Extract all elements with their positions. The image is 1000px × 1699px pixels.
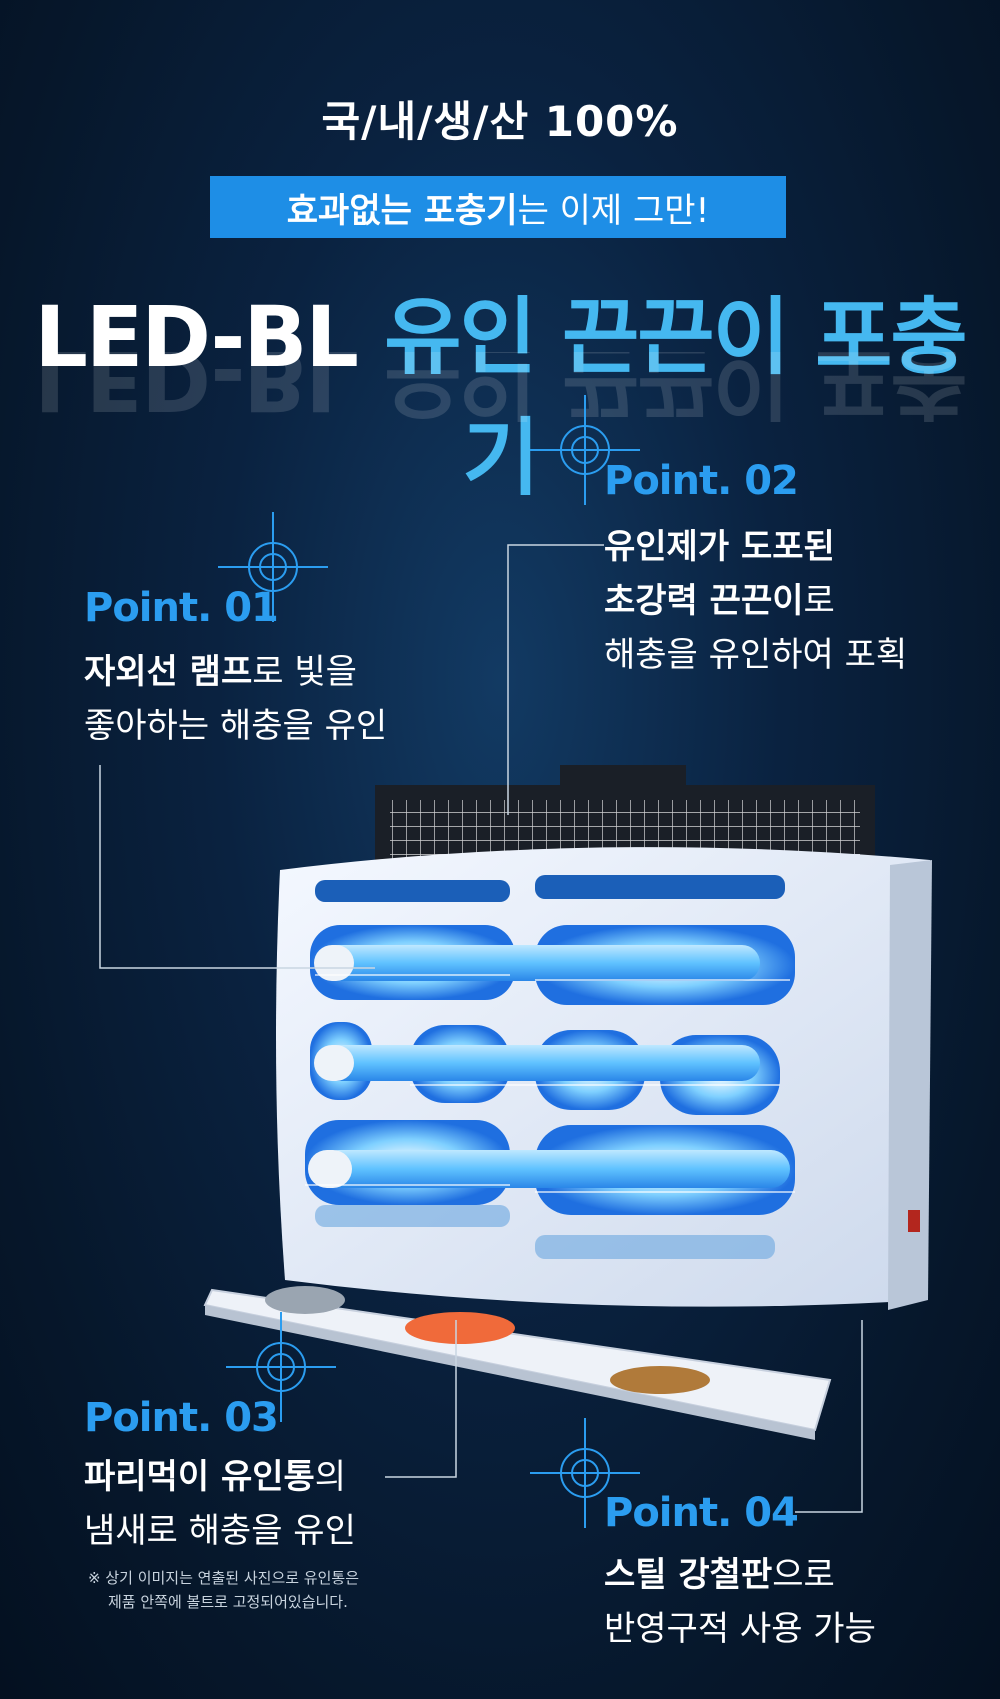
point-04-label: Point. 04 — [604, 1490, 799, 1536]
disclaimer-line1: ※ 상기 이미지는 연출된 사진으로 유인통은 — [88, 1569, 360, 1587]
point-02-line3: 해충을 유인하여 포획 — [604, 635, 908, 675]
disclaimer-note: ※ 상기 이미지는 연출된 사진으로 유인통은 제품 안쪽에 볼트로 고정되어있… — [88, 1566, 359, 1614]
point-04-line2: 반영구적 사용 가능 — [604, 1609, 876, 1649]
point-01-label: Point. 01 — [84, 585, 279, 631]
title-product-name: 유인 끈끈이 포충기 — [384, 288, 967, 507]
crosshair-icon — [218, 512, 328, 622]
point-02-line1: 유인제가 도포된 — [604, 527, 835, 567]
point-04-line1-bold: 스틸 강철판 — [604, 1555, 773, 1595]
point-04-text: 스틸 강철판으로 반영구적 사용 가능 — [604, 1548, 876, 1656]
point-03-line1-rest: 의 — [314, 1457, 347, 1497]
point-02-line2: 초강력 끈끈이로 — [604, 574, 907, 628]
product-title: LED-BL 유인 끈끈이 포충기 — [0, 270, 1000, 512]
crosshair-icon — [530, 395, 640, 505]
point-02-label: Point. 02 — [604, 458, 799, 504]
bait-shrimp — [610, 1366, 710, 1394]
point-04-line1-rest: 으로 — [772, 1555, 835, 1595]
point-01-text: 자외선 램프로 빛을 좋아하는 해충을 유인 — [84, 645, 387, 753]
banner-bold-text: 효과없는 포충기 — [286, 190, 518, 231]
title-model: LED-BL — [34, 288, 359, 386]
origin-headline: 국/내/생/산 100% — [321, 97, 679, 146]
point-01-line1-rest: 로 빛을 — [252, 652, 357, 692]
point-03-text: 파리먹이 유인통의 냄새로 해충을 유인 — [84, 1450, 356, 1558]
bait-fish — [265, 1286, 345, 1314]
point-01-line1: 자외선 램프로 빛을 — [84, 645, 387, 699]
power-switch — [908, 1210, 920, 1232]
point-02-text: 유인제가 도포된 초강력 끈끈이로 해충을 유인하여 포획 — [604, 520, 907, 682]
point-03-line2: 냄새로 해충을 유인 — [84, 1511, 356, 1551]
bait-salmon — [405, 1312, 515, 1344]
point-03-line1-bold: 파리먹이 유인통 — [84, 1457, 315, 1497]
point-03-label: Point. 03 — [84, 1395, 279, 1441]
crosshair-icon — [530, 1418, 640, 1528]
point-01-line2: 좋아하는 해충을 유인 — [84, 706, 388, 746]
disclaimer-line2: 제품 안쪽에 볼트로 고정되어있습니다. — [108, 1593, 348, 1611]
uv-lamps — [308, 945, 790, 1188]
point-01-line1-bold: 자외선 램프 — [84, 652, 253, 692]
point-02-line2-rest: 로 — [803, 581, 835, 621]
crosshair-icon — [226, 1312, 336, 1422]
point-02-line2-bold: 초강력 끈끈이 — [604, 581, 804, 621]
banner-text: 는 이제 그만! — [517, 190, 710, 231]
point-03-line1: 파리먹이 유인통의 — [84, 1450, 356, 1504]
point-04-line1: 스틸 강철판으로 — [604, 1548, 876, 1602]
